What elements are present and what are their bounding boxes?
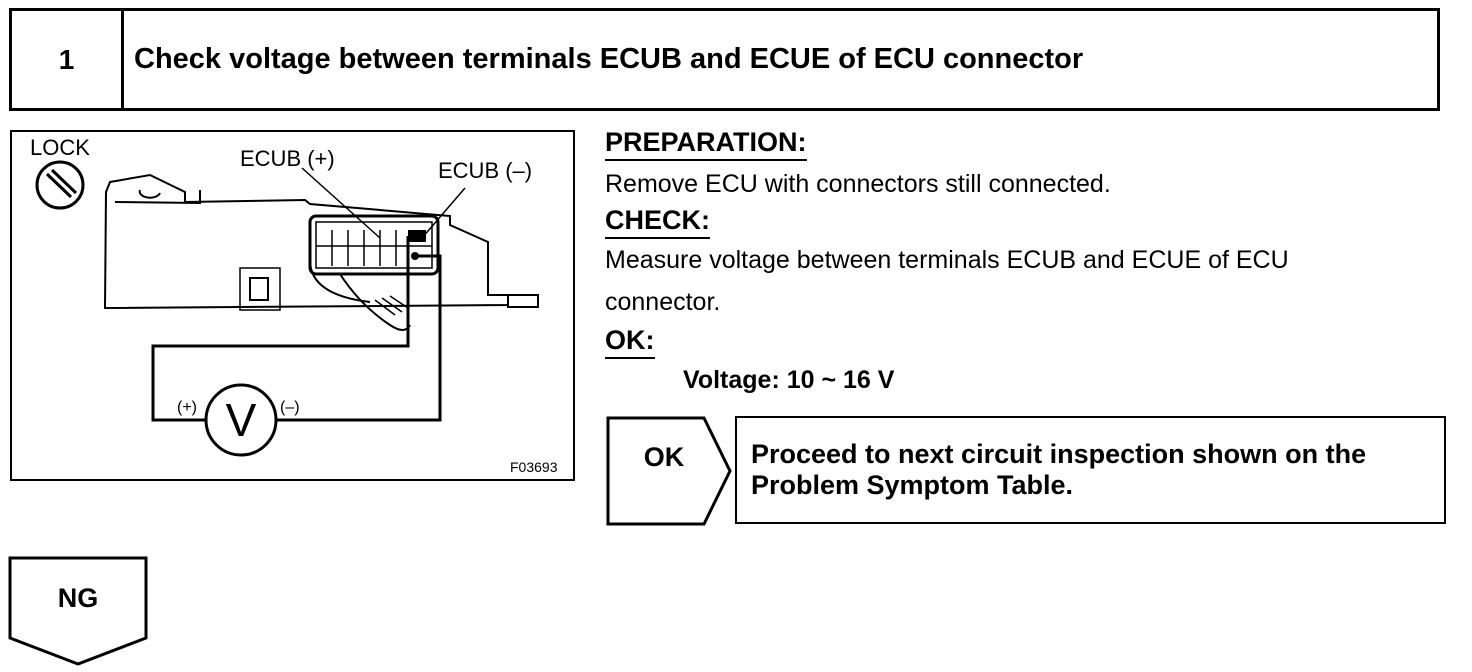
positive-test-lead	[151, 236, 410, 422]
step-title: Check voltage between terminals ECUB and…	[134, 43, 1084, 75]
meter-negative-label: (–)	[280, 399, 300, 416]
check-text-line1: Measure voltage between terminals ECUB a…	[605, 246, 1289, 274]
ecub-negative-label: ECUB (–)	[438, 158, 532, 183]
ecu-connector-icon	[308, 214, 440, 276]
ng-arrow-box	[8, 556, 148, 666]
lock-knob-icon	[35, 160, 85, 210]
ecu-body-outline	[103, 173, 509, 310]
ok-action-line2: Problem Symptom Table.	[751, 470, 1074, 500]
ok-result-box: Proceed to next circuit inspection shown…	[735, 416, 1446, 524]
ecu-connector-diagram: LOCK ECUB (+) ECUB (–) V (+) (–) F03693	[30, 135, 558, 475]
meter-positive-label: (+)	[177, 399, 197, 416]
check-heading: CHECK:	[605, 204, 710, 239]
voltmeter-icon	[204, 383, 278, 457]
figure-frame	[10, 130, 575, 481]
figure-code: F03693	[510, 459, 558, 475]
negative-test-lead	[276, 254, 442, 422]
ok-action-line1: Proceed to next circuit inspection shown…	[751, 439, 1367, 469]
ok-arrow-box	[606, 416, 732, 526]
ok-spec: Voltage: 10 ~ 16 V	[683, 366, 895, 394]
step-header-box	[9, 8, 1440, 111]
lock-label: LOCK	[30, 135, 90, 160]
ecub-positive-label: ECUB (+)	[240, 146, 335, 171]
check-text-line2: connector.	[605, 288, 721, 316]
ok-label: OK	[643, 441, 685, 472]
preparation-text: Remove ECU with connectors still connect…	[605, 170, 1111, 198]
preparation-heading: PREPARATION:	[605, 126, 807, 161]
ng-label: NG	[57, 582, 99, 613]
ok-heading: OK:	[605, 324, 655, 359]
voltmeter-symbol: V	[226, 394, 257, 446]
step-number: 1	[58, 43, 75, 75]
step-header-divider	[121, 8, 124, 111]
